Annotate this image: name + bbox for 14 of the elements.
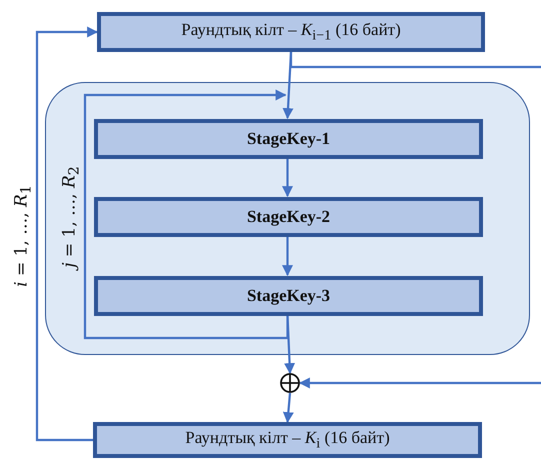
loop-panel <box>45 82 530 355</box>
key-box: Раундтық кілт – K$_{i−1}$ (16 байт) <box>97 12 485 52</box>
arrow <box>282 52 294 120</box>
key-box: Раундтық кілт – K$_{i}$ (16 байт) <box>93 422 482 458</box>
arrow <box>282 392 294 424</box>
arrow <box>298 378 541 388</box>
xor-symbol <box>280 373 300 393</box>
stage-box: StageKey-1 <box>94 119 483 159</box>
arrow <box>282 158 293 198</box>
stage-box: StageKey-2 <box>94 197 483 237</box>
arrow <box>282 236 293 276</box>
arrow <box>36 26 98 442</box>
arrow <box>84 90 289 340</box>
stage-box: StageKey-3 <box>94 276 483 316</box>
